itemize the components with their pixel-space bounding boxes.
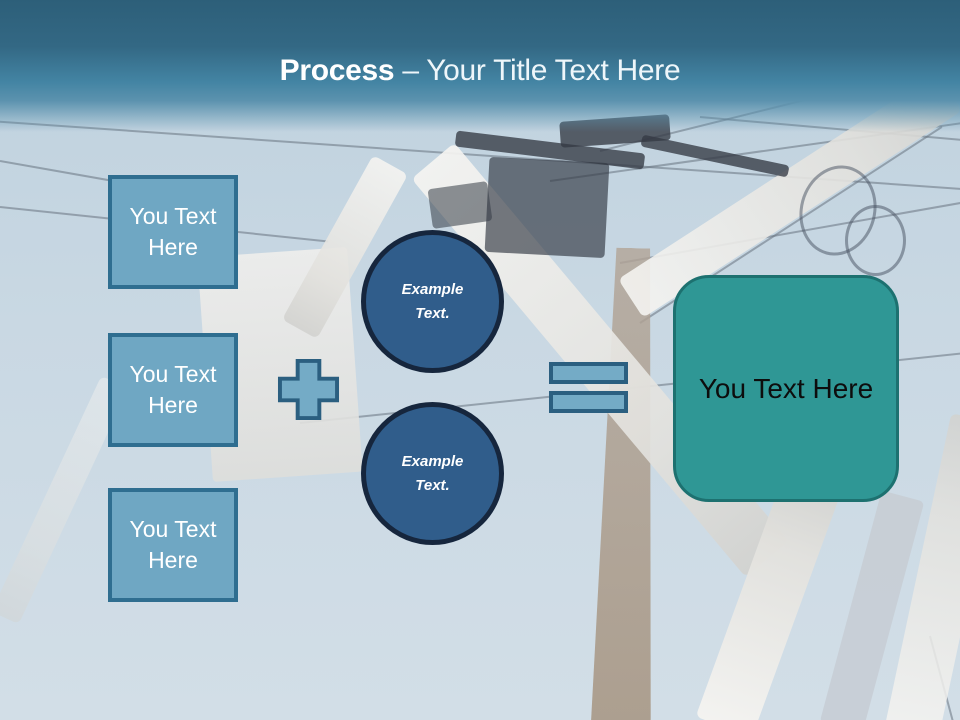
equipment-silhouette xyxy=(427,181,493,229)
equals-icon[interactable] xyxy=(549,362,628,413)
example-circle-2-label: Example Text. xyxy=(401,453,464,494)
equals-bar-bottom xyxy=(549,391,628,413)
title-bar: Process – Your Title Text Here xyxy=(0,0,960,132)
wire-coil xyxy=(845,205,906,276)
result-box[interactable]: You Text Here xyxy=(673,275,899,502)
equals-bar-top xyxy=(549,362,628,384)
result-box-label: You Text Here xyxy=(698,372,874,404)
input-box-2[interactable]: You Text Here xyxy=(108,333,238,447)
example-circle-2[interactable]: Example Text. xyxy=(361,402,504,545)
example-circle-1-label: Example Text. xyxy=(401,281,464,322)
equipment-silhouette xyxy=(484,156,610,259)
input-box-2-label: You Text Here xyxy=(129,360,217,418)
input-box-1-label: You Text Here xyxy=(129,202,217,260)
input-box-3[interactable]: You Text Here xyxy=(108,488,238,602)
slide-title[interactable]: Process – Your Title Text Here xyxy=(0,54,960,88)
title-rest: – Your Title Text Here xyxy=(402,54,681,87)
title-emphasis: Process xyxy=(279,54,395,87)
plus-icon[interactable] xyxy=(277,357,340,422)
input-box-3-label: You Text Here xyxy=(129,515,217,573)
example-circle-1[interactable]: Example Text. xyxy=(361,230,504,373)
input-box-1[interactable]: You Text Here xyxy=(108,175,238,289)
